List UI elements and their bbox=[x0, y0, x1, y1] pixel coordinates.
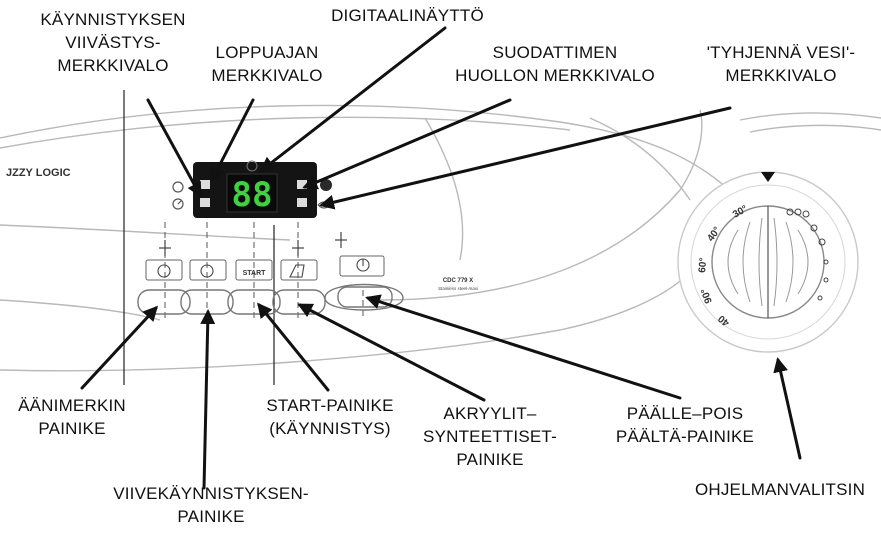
arrow-synthetics bbox=[297, 303, 486, 402]
dial-temp-90: 90° bbox=[699, 287, 715, 305]
arrow-delay-start bbox=[200, 309, 216, 490]
label-program-selector: OHJELMANVALITSIN bbox=[694, 480, 866, 499]
dial-temp-60: 60° bbox=[697, 257, 709, 273]
display-top-icon bbox=[246, 160, 258, 172]
display-indicators bbox=[200, 180, 307, 207]
delay-icons bbox=[172, 181, 184, 210]
label-digital-display: DIGITAALINÄYTTÖ bbox=[331, 6, 484, 25]
start-text: START bbox=[243, 270, 267, 277]
arrow-buzzer bbox=[80, 305, 159, 390]
label-delay-start-button: VIIVEKÄYNNISTYKSEN- PAINIKE bbox=[113, 484, 309, 526]
label-buzzer-button: ÄÄNIMERKIN PAINIKE bbox=[18, 396, 126, 438]
arrow-program bbox=[773, 357, 802, 460]
drain-indicator-dot bbox=[320, 179, 332, 191]
panel-guides bbox=[123, 90, 275, 385]
arrow-power bbox=[365, 294, 682, 400]
arrow-filter bbox=[302, 98, 512, 190]
program-dial bbox=[677, 171, 859, 353]
label-filter-light: SUODATTIMEN HUOLLON MERKKIVALO bbox=[455, 43, 655, 85]
iron-icon bbox=[289, 264, 305, 278]
button-row bbox=[137, 283, 404, 315]
arrow-display bbox=[259, 26, 447, 172]
button-caps bbox=[145, 255, 385, 281]
label-start-delay-light: KÄYNNISTYKSEN VIIVÄSTYS- MERKKIVALO bbox=[40, 10, 186, 75]
brand-text: JZZY LOGIC bbox=[6, 167, 71, 179]
dial-pointer bbox=[761, 172, 775, 182]
label-synthetics-button: AKRYYLIT– SYNTEETTISET- PAINIKE bbox=[423, 404, 557, 469]
arrow-drain bbox=[319, 106, 732, 210]
dial-symbols bbox=[786, 208, 829, 301]
display-digits: 88 bbox=[232, 175, 273, 215]
digital-display bbox=[226, 173, 278, 213]
clock-icon bbox=[200, 264, 214, 278]
buzzer-icon bbox=[157, 264, 171, 278]
model-text: CDC 779 X bbox=[443, 278, 473, 284]
label-drain-water-light: 'TYHJENNÄ VESI'- MERKKIVALO bbox=[706, 43, 856, 85]
label-end-time-light: LOPPUAJAN MERKKIVALO bbox=[211, 43, 323, 85]
label-start-button: START-PAINIKE (KÄYNNISTYS) bbox=[266, 396, 394, 438]
model-sub-text: Stainless steel-maxi bbox=[438, 286, 479, 291]
arrow-start-delay bbox=[146, 98, 202, 198]
arrow-start bbox=[257, 302, 330, 392]
label-power-button: PÄÄLLE–POIS PÄÄLTÄ-PAINIKE bbox=[615, 404, 755, 446]
arrow-end-time bbox=[210, 98, 255, 183]
plus-marks bbox=[159, 232, 347, 256]
